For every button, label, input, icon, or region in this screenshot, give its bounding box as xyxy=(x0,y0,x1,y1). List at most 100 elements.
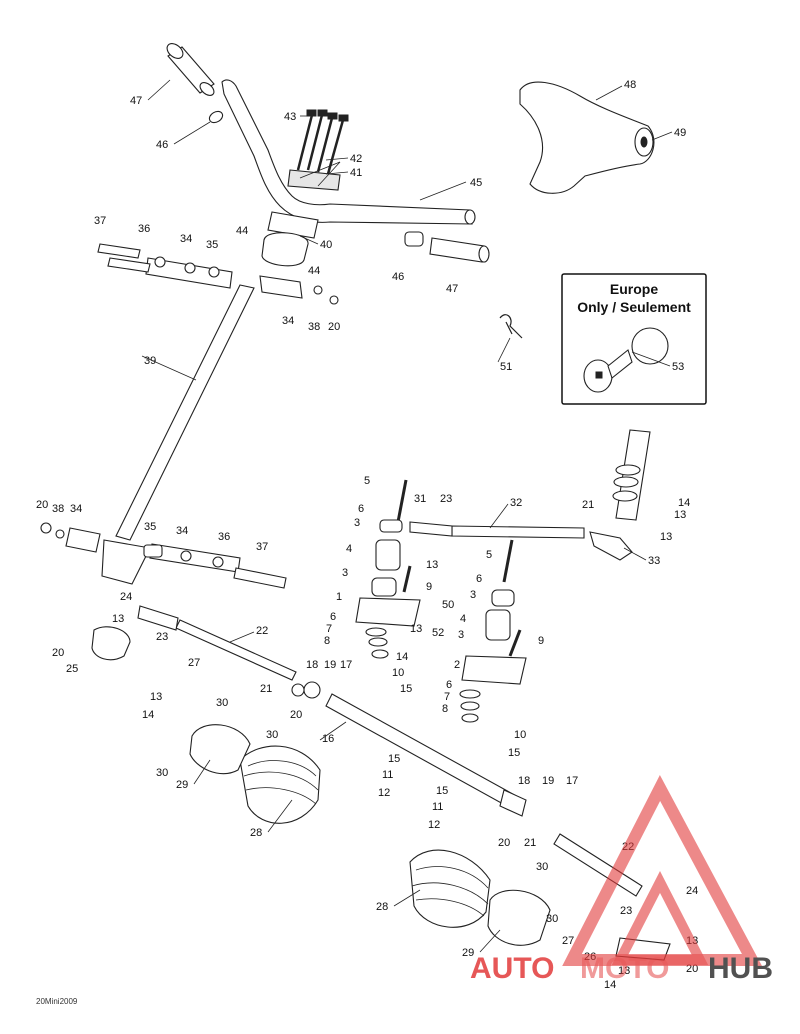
watermark-text-hub: HUB xyxy=(708,952,773,985)
callout-27: 27 xyxy=(188,657,200,669)
callout-8: 8 xyxy=(324,635,330,647)
callout-23: 23 xyxy=(156,631,168,643)
callout-31: 31 xyxy=(414,493,426,505)
callout-14: 14 xyxy=(396,651,408,663)
callout-21: 21 xyxy=(582,499,594,511)
boot-left-drawing xyxy=(189,724,321,824)
callout-19: 19 xyxy=(542,775,554,787)
callout-12: 12 xyxy=(378,787,390,799)
clip-51-drawing xyxy=(499,314,523,339)
callout-13: 13 xyxy=(660,531,672,543)
callout-7: 7 xyxy=(326,623,332,635)
callout-20: 20 xyxy=(498,837,510,849)
callout-2: 2 xyxy=(454,659,460,671)
knob-48-drawing xyxy=(519,81,655,194)
steering-post-right-drawing xyxy=(459,539,527,723)
callout-34: 34 xyxy=(176,525,188,537)
callout-20: 20 xyxy=(36,499,48,511)
callout-52: 52 xyxy=(432,627,444,639)
callout-15: 15 xyxy=(400,683,412,695)
callout-48: 48 xyxy=(624,79,636,91)
line-art: Europe Only / Seulement xyxy=(40,43,707,961)
callout-3: 3 xyxy=(470,589,476,601)
watermark-logo: AUTO MOTO HUB xyxy=(470,775,773,985)
callout-30: 30 xyxy=(536,861,548,873)
callout-16: 16 xyxy=(322,733,334,745)
footer-code: 20Mini2009 xyxy=(36,997,78,1006)
ring-46-drawing xyxy=(208,110,224,124)
callout-3: 3 xyxy=(458,629,464,641)
steering-column-drawing xyxy=(115,284,255,541)
callout-29: 29 xyxy=(462,947,474,959)
callout-13: 13 xyxy=(618,965,630,977)
callout-21: 21 xyxy=(524,837,536,849)
callout-13: 13 xyxy=(112,613,124,625)
callout-18: 18 xyxy=(306,659,318,671)
callout-46: 46 xyxy=(156,139,168,151)
callout-12: 12 xyxy=(428,819,440,831)
callout-19: 19 xyxy=(324,659,336,671)
callout-51: 51 xyxy=(500,361,512,373)
callout-10: 10 xyxy=(514,729,526,741)
callout-24: 24 xyxy=(686,885,698,897)
callout-34: 34 xyxy=(282,315,294,327)
callout-4: 4 xyxy=(460,613,466,625)
callout-1: 1 xyxy=(336,591,342,603)
tie-rod-32-drawing xyxy=(451,525,585,539)
callout-24: 24 xyxy=(120,591,132,603)
steering-post-left-drawing xyxy=(355,479,421,659)
callout-27: 27 xyxy=(562,935,574,947)
callout-5: 5 xyxy=(486,549,492,561)
callout-14: 14 xyxy=(678,497,690,509)
callout-10: 10 xyxy=(392,667,404,679)
callout-49: 49 xyxy=(674,127,686,139)
callout-6: 6 xyxy=(476,573,482,585)
callout-6: 6 xyxy=(446,679,452,691)
callout-8: 8 xyxy=(442,703,448,715)
callout-11: 11 xyxy=(382,769,393,781)
callout-34: 34 xyxy=(70,503,82,515)
callout-46: 46 xyxy=(392,271,404,283)
callout-5: 5 xyxy=(364,475,370,487)
callout-38: 38 xyxy=(52,503,64,515)
bolts-43-drawing xyxy=(296,109,349,175)
europe-box-line1: Europe xyxy=(610,281,658,297)
callout-15: 15 xyxy=(508,747,520,759)
callout-34: 34 xyxy=(180,233,192,245)
callout-50: 50 xyxy=(442,599,454,611)
watermark-text-moto: MOTO xyxy=(580,952,669,985)
handlebar-drawing xyxy=(221,79,473,225)
callout-13: 13 xyxy=(150,691,162,703)
callout-38: 38 xyxy=(308,321,320,333)
callout-14: 14 xyxy=(604,979,616,991)
callout-labels: 47 46 43 42 41 45 48 49 37 36 34 35 44 4… xyxy=(36,79,698,991)
upper-tie-plate-drawing xyxy=(97,243,339,305)
watermark-text-auto: AUTO xyxy=(470,952,554,985)
europe-box-line2: Only / Seulement xyxy=(577,299,691,315)
callout-30: 30 xyxy=(156,767,168,779)
callout-36: 36 xyxy=(138,223,150,235)
callout-45: 45 xyxy=(470,177,482,189)
callout-47: 47 xyxy=(130,95,142,107)
callout-53: 53 xyxy=(672,361,684,373)
callout-13: 13 xyxy=(426,559,438,571)
callout-30: 30 xyxy=(546,913,558,925)
callout-35: 35 xyxy=(206,239,218,251)
callout-32: 32 xyxy=(510,497,522,509)
callout-6: 6 xyxy=(330,611,336,623)
callout-44: 44 xyxy=(236,225,248,237)
callout-6: 6 xyxy=(358,503,364,515)
callout-9: 9 xyxy=(538,635,544,647)
callout-4: 4 xyxy=(346,543,352,555)
callout-28: 28 xyxy=(376,901,388,913)
callout-23: 23 xyxy=(440,493,452,505)
leader-lines xyxy=(141,79,673,953)
callout-41: 41 xyxy=(350,167,362,179)
callout-20: 20 xyxy=(52,647,64,659)
callout-40: 40 xyxy=(320,239,332,251)
callout-36: 36 xyxy=(218,531,230,543)
callout-30: 30 xyxy=(216,697,228,709)
callout-15: 15 xyxy=(436,785,448,797)
callout-37: 37 xyxy=(256,541,268,553)
